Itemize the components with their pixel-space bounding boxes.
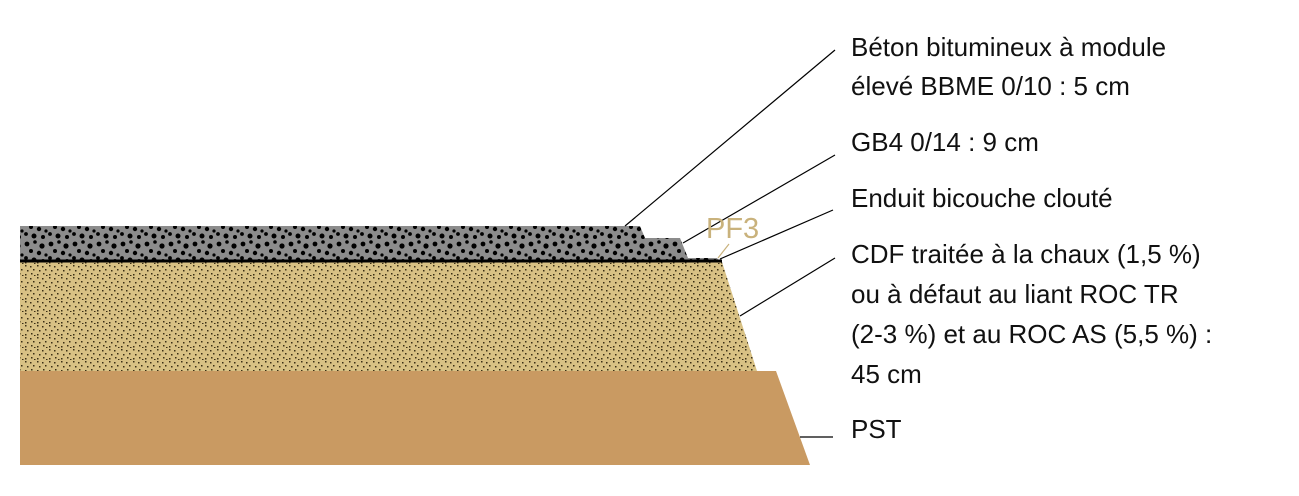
label-enduit: Enduit bicouche clouté bbox=[851, 183, 1113, 213]
pst-layer bbox=[20, 371, 810, 465]
label-bbme-1: Béton bitumineux à module bbox=[851, 32, 1167, 62]
label-cdf-2: ou à défaut au liant ROC TR bbox=[851, 279, 1179, 309]
pf3-leader bbox=[717, 243, 730, 259]
gb4-bbme-layer bbox=[20, 226, 720, 262]
label-cdf-4: 45 cm bbox=[851, 359, 922, 389]
cdf-layer bbox=[20, 262, 757, 371]
label-bbme-2: élevé BBME 0/10 : 5 cm bbox=[851, 71, 1130, 101]
pf3-label: PF3 bbox=[706, 213, 760, 245]
leader-lines bbox=[624, 49, 836, 438]
label-pst: PST bbox=[851, 414, 902, 444]
label-cdf-1: CDF traitée à la chaux (1,5 %) bbox=[851, 239, 1201, 269]
label-gb4: GB4 0/14 : 9 cm bbox=[851, 127, 1039, 157]
label-cdf-3: (2-3 %) et au ROC AS (5,5 %) : bbox=[851, 319, 1213, 349]
